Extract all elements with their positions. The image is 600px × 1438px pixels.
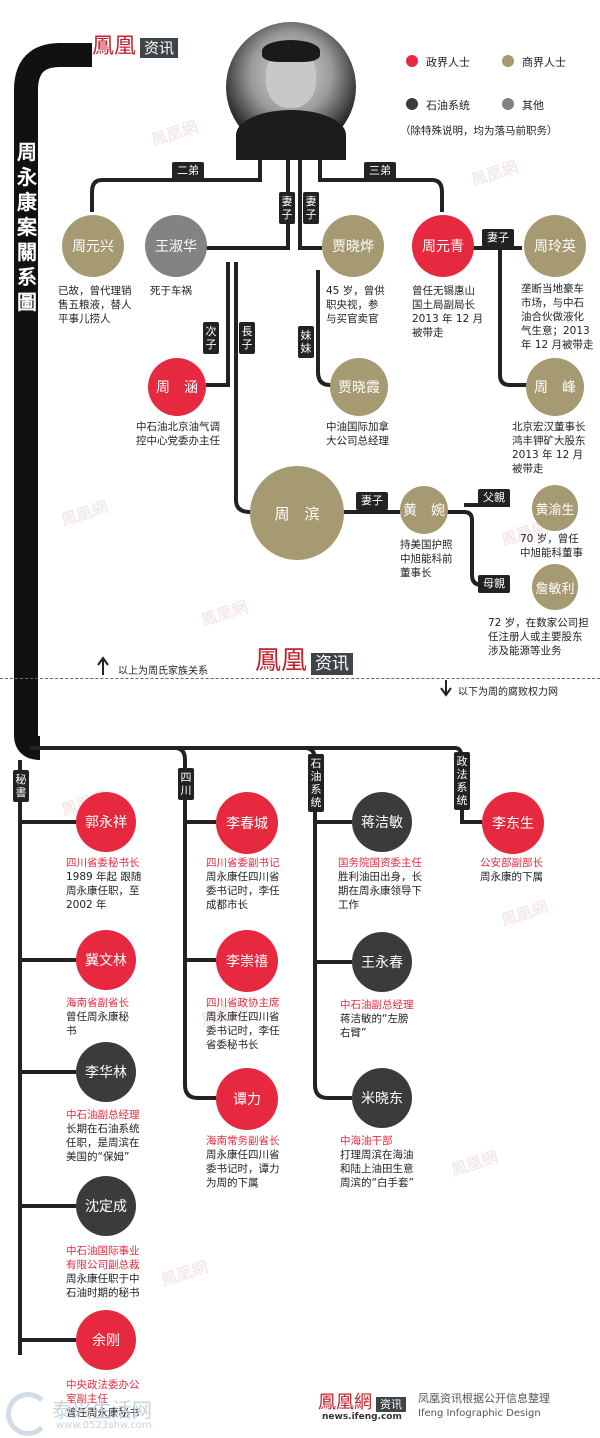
node-li-hualin: 李华林 [76,1042,136,1102]
node-li-dongsheng: 李东生 [482,792,544,854]
legend-label: 石油系统 [426,99,470,112]
desc-jiang-jiemin: 国务院国资委主任 胜利油田出身，长期在周永康领导下工作 [338,857,422,911]
branch-tag-sichuan: 四川 [178,768,194,800]
desc-li-chuncheng: 四川省委副书记 周永康任四川省委书记时，李任成都市长 [206,857,280,911]
node-mi-xiaodong: 米晓东 [352,1068,412,1128]
node-jia-xiaoxia: 贾晓霞 [330,358,388,416]
tag-sister: 妹妹 [298,326,314,358]
tag-elder-son: 長子 [239,322,255,354]
desc-tan-li: 海南常务副省长 周永康任四川省委书记时，谭力为周的下属 [206,1135,280,1189]
legend-dot-business [502,55,514,67]
node-zhou-han: 周 涵 [148,358,206,416]
ifeng-logo: 鳳凰资讯 [92,28,179,60]
branch-tag-oil: 石油系统 [308,754,324,812]
tag-mother: 母親 [478,575,510,593]
node-yu-gang: 余刚 [76,1310,136,1370]
node-wang-shuhua: 王淑华 [145,215,207,277]
divider-label-above: 以上为周氏家族关系 [118,666,208,677]
node-zhou-lingying: 周玲英 [524,215,586,277]
node-huang-wan: 黄 婉 [400,486,448,534]
node-jia-xiaoye: 贾晓烨 [322,215,384,277]
desc-zhou-yuanxing: 已故，曾代理销售五粮液，替人平事儿捞人 [58,285,132,325]
tag-wife-bin: 妻子 [356,492,388,510]
node-zhou-yuanqing: 周元青 [412,215,474,277]
node-wang-yongchun: 王永春 [352,932,412,992]
desc-li-dongsheng: 公安部副部长 周永康的下属 [480,857,543,883]
node-li-chongxi: 李崇禧 [216,930,278,992]
desc-li-hualin: 中石油副总经理 长期在石油系统任职，是周滨在美国的“保姆” [66,1109,140,1163]
tag-father: 父親 [478,489,510,507]
desc-huang-yusheng: 70 岁，曾任中旭能科董事 [520,533,583,559]
desc-wang-shuhua: 死于车祸 [150,285,192,297]
tag-third-brother: 三弟 [364,162,396,180]
node-huang-yusheng: 黄渝生 [532,485,578,531]
site-logo-icon [6,1392,50,1436]
tag-wife: 妻子 [303,192,319,224]
branch-tag-politics-law: 政法系统 [454,752,470,810]
site-watermark: 泰兴生活网 [52,1398,152,1422]
node-zhou-yuanxing: 周元兴 [62,215,124,277]
desc-shen-dingcheng: 中石油国际事业 有限公司副总裁 周永康任职于中石油时期的秘书 [66,1245,140,1299]
ifeng-logo-middle: 鳳凰资讯 [255,640,354,677]
footer-source: 凤凰资讯根据公开信息整理 [418,1392,550,1405]
tag-wife-yuanqing: 妻子 [482,229,514,247]
legend-dot-politics [406,55,418,67]
desc-yu-gang: 中央政法委办公 室副主任 曾任周永康秘书 [66,1379,140,1419]
portrait-zhou-yongkang [226,22,356,160]
legend-label: 商界人士 [522,56,566,69]
desc-zhan-minli: 72 岁，在数家公司担任注册人或主要股东涉及能源等业务 [488,617,589,657]
footer-design: Ifeng Infographic Design [418,1408,541,1419]
node-guo-yongxiang: 郭永祥 [76,792,136,852]
node-shen-dingcheng: 沈定成 [76,1176,136,1236]
tag-wife: 妻子 [279,192,295,224]
node-tan-li: 谭力 [216,1068,278,1130]
legend-label: 其他 [522,99,544,112]
desc-mi-xiaodong: 中海油干部 打理周滨在海油和陆上油田生意周滨的“白手套” [340,1135,414,1189]
tag-younger-son: 次子 [203,322,219,354]
node-li-chuncheng: 李春城 [216,792,278,854]
desc-jia-xiaoxia: 中油国际加拿大公司总经理 [326,421,389,447]
footer-logo: 鳳凰網资讯 [318,1388,406,1414]
branch-tag-secretary: 秘書 [13,770,29,802]
desc-jia-xiaoye: 45 岁，曾供职央视，参与买官卖官 [326,285,385,325]
tag-second-brother: 二弟 [172,162,204,180]
legend-label: 政界人士 [426,56,470,69]
legend-dot-other [502,98,514,110]
node-zhan-minli: 詹敏利 [532,564,578,610]
legend-dot-oil [406,98,418,110]
desc-ji-wenlin: 海南省副省长 曾任周永康秘书 [66,997,129,1037]
desc-wang-yongchun: 中石油副总经理 蒋洁敏的“左膀右臂” [340,999,414,1039]
node-jiang-jiemin: 蒋洁敏 [352,792,412,852]
desc-huang-wan: 持美国护照中旭能科前董事长 [400,539,453,579]
divider-label-below: 以下为周的腐败权力网 [458,687,558,698]
node-ji-wenlin: 冀文林 [76,930,136,990]
desc-li-chongxi: 四川省政协主席 周永康任四川省委书记时，李任省委秘书长 [206,997,280,1051]
desc-zhou-han: 中石油北京油气调控中心党委办主任 [136,421,220,447]
section-divider [0,678,600,679]
site-watermark-url: www.0523shw.com [56,1420,152,1431]
node-zhou-feng: 周 峰 [526,358,584,416]
diagram-title: 周 永 康 案 關 系 圖 [17,140,37,314]
legend-note: （除特殊说明，均为落马前职务） [400,125,558,137]
footer-domain: news.ifeng.com [322,1412,402,1422]
node-zhou-bin: 周 滨 [250,466,344,560]
